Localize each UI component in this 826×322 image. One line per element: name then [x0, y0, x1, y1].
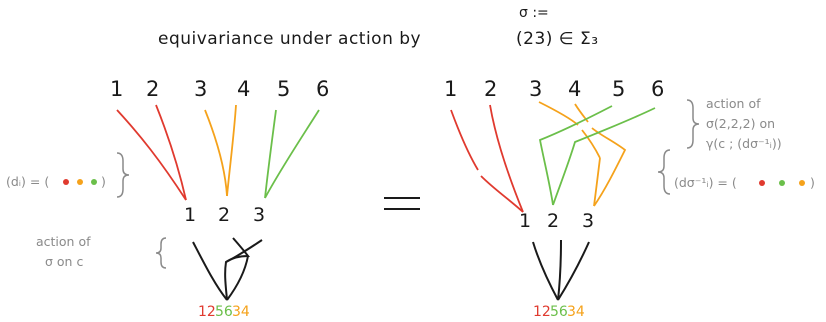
left-top-label-4: 4: [237, 77, 250, 101]
right-action-note-2: σ(2,2,2) on: [706, 116, 775, 131]
left-edge-6: [264, 109, 320, 199]
right-output-34: 34: [567, 304, 585, 320]
left-d-dot-green: [91, 179, 97, 185]
left-d-brace: [116, 152, 130, 198]
sigma-definition: σ :=: [519, 5, 549, 21]
right-action-brace: [686, 99, 700, 149]
right-black-edge-1: [532, 241, 559, 301]
left-action-label-1: action of: [36, 234, 91, 249]
right-edge-6: [552, 107, 656, 206]
equals-sign: [384, 197, 420, 210]
right-edge-1: [450, 109, 524, 213]
right-top-label-2: 2: [484, 77, 497, 101]
right-edge-2: [489, 104, 524, 213]
left-tree: 1 2 3 4 5 6 1 2 3 (dᵢ) = ( ) action of σ…: [6, 77, 329, 320]
right-action-note-1: action of: [706, 96, 761, 111]
right-black-edge-3: [557, 241, 590, 301]
right-output-56: 56: [550, 304, 568, 320]
left-top-label-5: 5: [277, 77, 290, 101]
left-edge-5: [264, 109, 277, 199]
right-top-label-5: 5: [612, 77, 625, 101]
right-edge-4: [574, 103, 627, 207]
left-d-label-close: ): [101, 174, 106, 189]
right-tree: 1 2 3 4 5 6 1 2 3 action of σ(2,2,2) on …: [444, 77, 815, 320]
right-mid-label-1: 1: [519, 210, 531, 232]
left-d-dot-red: [63, 179, 69, 185]
left-black-edge-3: [225, 239, 263, 301]
right-output-12: 12: [533, 304, 551, 320]
left-edge-3: [204, 109, 228, 197]
left-output-34: 34: [232, 304, 250, 320]
left-d-label: (dᵢ) = (: [6, 174, 49, 189]
right-mid-label-3: 3: [582, 210, 594, 232]
left-edge-2: [155, 104, 187, 201]
title-text: equivariance under action by: [158, 29, 421, 49]
right-d-dot-green: [779, 180, 785, 186]
left-action-label-2: σ on c: [45, 254, 83, 269]
right-edge-3b: [593, 157, 601, 207]
left-top-label-3: 3: [194, 77, 207, 101]
left-top-label-2: 2: [146, 77, 159, 101]
left-edge-1: [116, 109, 187, 201]
right-d-dot-red: [759, 180, 765, 186]
right-top-label-4: 4: [568, 77, 581, 101]
left-mid-label-3: 3: [253, 204, 265, 226]
left-top-label-1: 1: [110, 77, 123, 101]
left-action-brace: [155, 237, 167, 269]
left-mid-label-2: 2: [218, 204, 230, 226]
left-black-edge-1: [192, 241, 228, 301]
left-output-56: 56: [215, 304, 233, 320]
left-edge-4: [226, 104, 237, 197]
right-edge-3: [538, 101, 601, 159]
right-d-brace: [657, 149, 671, 195]
right-top-label-1: 1: [444, 77, 457, 101]
right-mid-label-2: 2: [547, 210, 559, 232]
sigma-value: (23) ∈ Σ₃: [516, 29, 599, 49]
left-mid-label-1: 1: [184, 204, 196, 226]
right-d-label: (dσ⁻¹ᵢ) = (: [674, 175, 737, 190]
right-edge-5: [538, 105, 613, 206]
right-d-dot-orange: [799, 180, 805, 186]
right-action-note-3: γ(c ; (dσ⁻¹ᵢ)): [706, 136, 782, 151]
left-top-label-6: 6: [316, 77, 329, 101]
left-d-dot-orange: [77, 179, 83, 185]
right-top-label-6: 6: [651, 77, 664, 101]
right-black-edge-2: [557, 239, 562, 301]
right-top-label-3: 3: [529, 77, 542, 101]
right-d-label-close: ): [810, 175, 815, 190]
left-output-12: 12: [198, 304, 216, 320]
